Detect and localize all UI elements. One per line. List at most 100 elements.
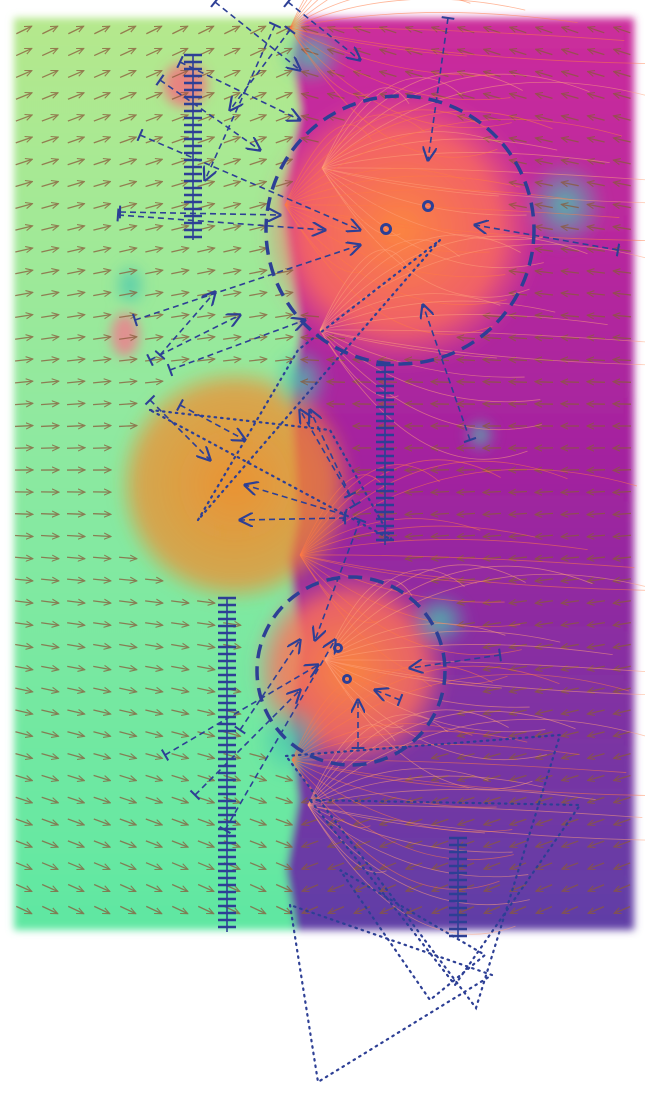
vector-field-arrow-icon (41, 226, 58, 230)
vector-field-arrow-icon (509, 94, 527, 99)
vector-field-arrow-icon (67, 315, 85, 318)
ring-markers (333, 200, 434, 684)
vector-field-arrow-icon (587, 644, 605, 647)
vector-field-arrow-icon (509, 732, 527, 736)
vector-field-arrow-icon (223, 623, 241, 626)
vector-field-arrow-icon (562, 71, 579, 78)
vector-field-arrow-icon (587, 315, 606, 317)
vector-field-arrow-icon (535, 513, 554, 514)
vector-field-arrow-icon (15, 47, 32, 57)
vector-field-arrow-icon (93, 623, 111, 626)
vector-field-arrow-icon (119, 159, 137, 166)
vector-field-arrow-icon (614, 884, 631, 891)
vector-field-arrow-icon (405, 557, 423, 559)
vector-field-arrow-icon (457, 382, 476, 383)
vector-field-arrow-icon (67, 601, 85, 603)
vector-field-arrow-icon (171, 905, 188, 915)
vector-field-arrow-icon (41, 623, 59, 626)
vector-field-arrow-icon (93, 752, 111, 759)
vector-field-arrow-icon (613, 579, 631, 581)
vector-field-arrow-icon (613, 732, 631, 736)
vector-field-arrow-icon (483, 337, 502, 338)
vector-field-arrow-icon (15, 226, 32, 230)
vector-field-arrow-icon (15, 905, 32, 915)
vector-field-arrow-icon (15, 292, 33, 295)
vector-field-arrow-icon (93, 115, 110, 122)
vector-field-arrow-icon (535, 116, 553, 120)
vector-field-arrow-icon (67, 710, 84, 714)
vector-field-arrow-icon (613, 204, 631, 207)
vector-field-arrow-icon (587, 753, 605, 759)
vector-field-arrow-icon (41, 137, 58, 144)
vector-field-arrow-icon (458, 49, 475, 56)
vector-field-arrow-icon (587, 204, 605, 207)
vector-field-arrow-icon (15, 137, 32, 144)
vector-field-arrow-icon (484, 27, 501, 34)
vector-field-arrow-icon (67, 337, 85, 339)
vector-field-arrow-icon (171, 47, 188, 57)
vector-field-arrow-icon (562, 49, 579, 56)
vector-field-arrow-icon (561, 315, 580, 317)
vector-field-arrow-icon (614, 862, 631, 869)
vector-field-arrow-icon (588, 71, 605, 78)
vector-field-arrow-icon (405, 535, 424, 537)
vector-field-arrow-icon (275, 862, 292, 870)
vector-field-arrow-icon (431, 753, 449, 759)
vector-field-arrow-icon (93, 710, 110, 714)
vector-field-arrow-icon (587, 579, 605, 581)
vector-field-arrow-icon (14, 535, 33, 536)
vector-field-arrow-icon (561, 470, 580, 471)
vector-field-arrow-icon (67, 796, 85, 803)
vector-field-arrow-icon (406, 906, 423, 914)
vector-field-arrow-icon (431, 382, 450, 383)
vector-field-arrow-icon (14, 403, 33, 404)
vector-field-arrow-icon (15, 359, 33, 361)
vector-field-arrow-icon (67, 137, 84, 144)
vector-field-arrow-icon (483, 315, 502, 317)
vector-field-arrow-icon (561, 492, 580, 493)
vector-field-arrow-icon (328, 862, 345, 869)
vector-field-arrow-icon (457, 535, 476, 537)
vector-field-arrow-icon (197, 862, 214, 870)
vector-field-arrow-icon (93, 732, 110, 736)
vector-field-arrow-icon (561, 160, 579, 164)
vector-field-arrow-icon (67, 688, 84, 692)
vector-field-arrow-icon (40, 514, 59, 515)
vector-field-arrow-icon (587, 732, 605, 736)
vector-field-arrow-icon (119, 905, 136, 915)
vector-field-arrow-icon (484, 906, 501, 914)
vector-field-arrow-icon (405, 382, 424, 383)
vector-field-arrow-icon (14, 426, 33, 427)
vector-field-arrow-icon (94, 26, 109, 35)
vector-field-arrow-icon (353, 513, 372, 514)
vector-field-arrow-icon (562, 862, 579, 869)
vector-field-arrow-icon (249, 862, 266, 870)
vector-field-arrow-icon (406, 27, 423, 34)
vector-field-arrow-icon (92, 535, 111, 536)
vector-field-arrow-icon (301, 94, 319, 99)
vector-field-arrow-icon (41, 732, 58, 736)
vector-field-arrow-icon (15, 774, 33, 780)
vector-field-arrow-icon (41, 688, 58, 692)
vector-field-arrow-icon (561, 644, 579, 647)
vector-field-arrow-icon (614, 818, 631, 825)
vector-field-arrow-icon (535, 688, 553, 692)
vector-field-arrow-icon (67, 248, 84, 252)
vector-field-arrow-icon (587, 513, 606, 514)
vector-field-arrow-icon (119, 579, 137, 581)
vector-field-arrow-icon (172, 26, 187, 35)
vector-field-arrow-icon (587, 337, 606, 338)
vector-field-arrow-icon (14, 557, 33, 558)
vector-field-arrow-icon (119, 601, 137, 603)
vector-field-arrow-icon (171, 883, 188, 893)
vector-field-arrow-icon (614, 27, 631, 34)
vector-field-arrow-icon (15, 710, 32, 714)
vector-field-arrow-icon (613, 470, 632, 471)
dotted-triangle (339, 869, 487, 1002)
vector-field-arrow-icon (119, 47, 136, 57)
vector-field-arrow-icon (197, 818, 214, 825)
vector-field-arrow-icon (536, 818, 553, 825)
vector-field-arrow-icon (562, 796, 579, 802)
